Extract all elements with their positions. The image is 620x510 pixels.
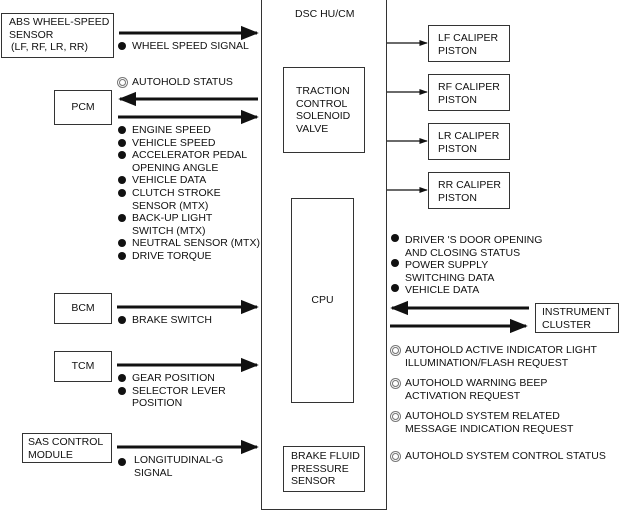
abs-signal-list: WHEEL SPEED SIGNAL: [118, 40, 249, 53]
output-signal-icon: [392, 453, 399, 460]
signal-item: VEHICLE SPEED: [118, 137, 260, 150]
input-signal-icon: [118, 176, 126, 185]
bcm-signal-list: BRAKE SWITCH: [118, 314, 212, 327]
input-signal-icon: [118, 151, 126, 160]
signal-item: DRIVE TORQUE: [118, 250, 260, 263]
output-signal-icon: [392, 413, 399, 420]
signal-item: GEAR POSITION: [118, 372, 226, 385]
input-signal-icon: [118, 188, 126, 197]
output-signal-icon: [119, 79, 126, 86]
input-signal-icon: [118, 138, 126, 147]
sas-control-module: SAS CONTROL MODULE: [22, 433, 112, 463]
input-signal-icon: [118, 251, 126, 260]
input-signal-icon: [118, 386, 126, 395]
output-signal-icon: [392, 380, 399, 387]
input-signal-icon: [118, 316, 126, 324]
dsc-hu-cm-title: DSC HU/CM: [295, 8, 355, 20]
input-signal-icon: [118, 239, 126, 248]
input-signal-icon: [118, 374, 126, 382]
output-signal-icon: [392, 347, 399, 354]
input-signal-icon: [391, 234, 399, 242]
instrument-cluster: INSTRUMENT CLUSTER: [535, 303, 619, 333]
signal-item: NEUTRAL SENSOR (MTX): [118, 237, 260, 250]
abs-wheel-speed-sensor: ABS WHEEL-SPEED SENSOR (LF, RF, LR, RR): [1, 13, 114, 58]
cpu-block: CPU: [291, 198, 354, 403]
signal-item: BRAKE SWITCH: [118, 314, 212, 327]
input-signal-icon: [118, 214, 126, 223]
tcm-module: TCM: [54, 351, 112, 382]
input-signal-icon: [118, 458, 126, 466]
signal-item: ENGINE SPEED: [118, 124, 260, 137]
input-signal-icon: [118, 42, 126, 50]
brake-fluid-pressure-sensor: BRAKE FLUID PRESSURE SENSOR: [283, 446, 365, 492]
signal-item: WHEEL SPEED SIGNAL: [118, 40, 249, 53]
input-signal-icon: [118, 126, 126, 134]
signal-item: VEHICLE DATA: [391, 284, 542, 297]
traction-control-solenoid-valve: TRACTION CONTROL SOLENOID VALVE: [283, 67, 365, 153]
signal-item: AUTOHOLD STATUS: [118, 76, 233, 89]
signal-item: AUTOHOLD SYSTEM CONTROL STATUS: [391, 450, 606, 463]
cpu-label: CPU: [311, 294, 334, 307]
pcm-input-signal-list: ENGINE SPEED VEHICLE SPEED ACCELERATOR P…: [118, 124, 260, 263]
input-signal-icon: [391, 259, 399, 267]
input-signal-icon: [391, 284, 399, 292]
pcm-output-signal-list: AUTOHOLD STATUS: [118, 76, 233, 89]
pcm-module: PCM: [54, 90, 112, 125]
bcm-module: BCM: [54, 293, 112, 324]
signal-item: VEHICLE DATA: [118, 174, 260, 187]
